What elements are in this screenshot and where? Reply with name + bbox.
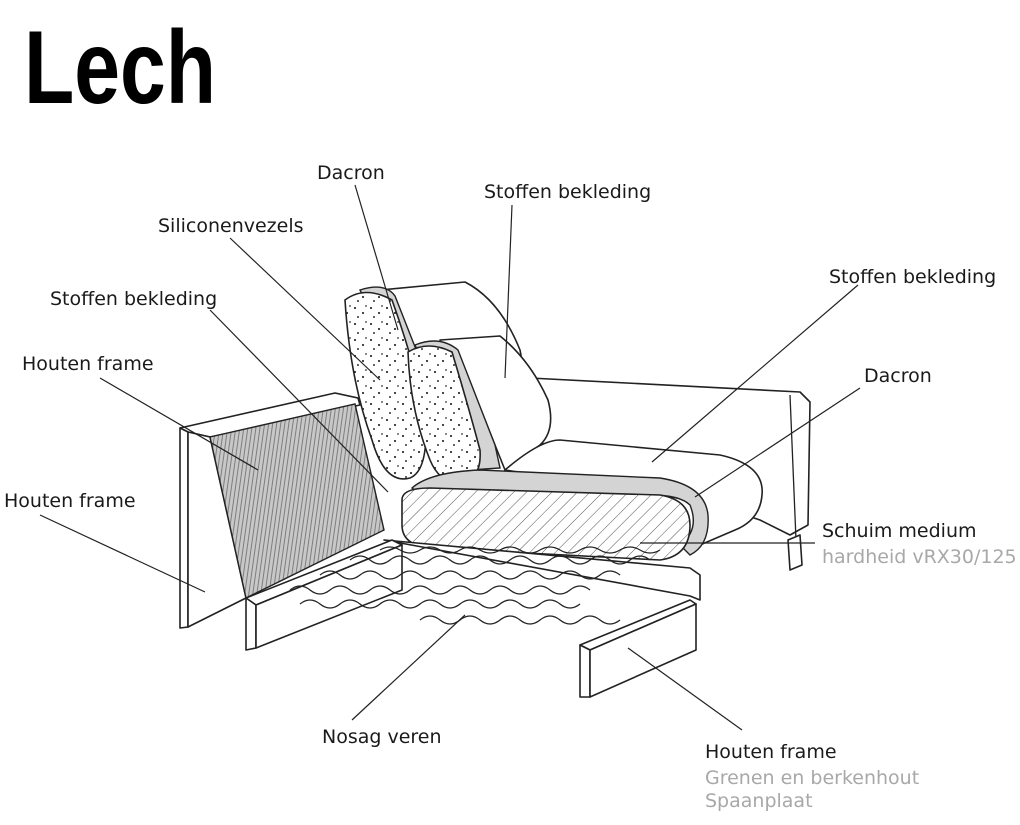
leader-lines <box>39 184 861 731</box>
label-dacron-right: Dacron <box>864 365 932 387</box>
label-stoffen-bekleding-top: Stoffen bekleding <box>484 181 651 203</box>
label-siliconenvezels: Siliconenvezels <box>158 215 304 237</box>
label-houten-frame-bottom: Houten frame <box>705 741 837 763</box>
labels: Dacron Stoffen bekleding Siliconenvezels… <box>4 162 1017 812</box>
label-dacron-top: Dacron <box>317 162 385 184</box>
label-stoffen-bekleding-left: Stoffen bekleding <box>50 288 217 310</box>
label-schuim-hardheid: hardheid vRX30/125 <box>822 546 1017 568</box>
label-houten-frame-left-lower: Houten frame <box>4 490 136 512</box>
label-houten-frame-left-upper: Houten frame <box>22 353 154 375</box>
nosag-springs <box>289 546 661 625</box>
page-title: Lech <box>24 10 216 126</box>
back-pillows <box>344 286 552 483</box>
label-schuim-medium: Schuim medium <box>822 520 977 542</box>
label-stoffen-bekleding-right: Stoffen bekleding <box>829 266 996 288</box>
left-frame <box>179 392 385 629</box>
label-houten-frame-material-1: Grenen en berkenhout <box>705 767 919 789</box>
label-houten-frame-material-2: Spaanplaat <box>705 790 813 812</box>
sofa-illustration <box>179 281 811 698</box>
label-nosag-veren: Nosag veren <box>322 726 442 748</box>
